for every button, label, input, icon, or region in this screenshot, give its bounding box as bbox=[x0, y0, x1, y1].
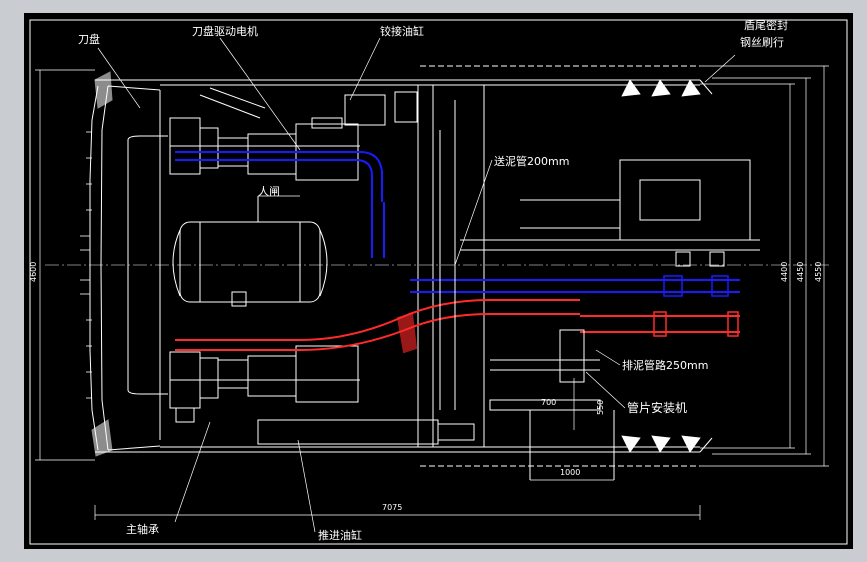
dim-right-height-1: 4400 bbox=[780, 261, 789, 282]
label-tail-seal-2: 钢丝刷行 bbox=[740, 36, 784, 49]
man-lock bbox=[172, 196, 328, 307]
shield-shell bbox=[95, 65, 713, 467]
dim-overall-length: 7075 bbox=[382, 503, 403, 512]
dim-right-height-3: 4550 bbox=[814, 261, 823, 282]
feed-pipe bbox=[175, 151, 740, 297]
leader-lines bbox=[97, 37, 736, 533]
label-feed-pipe: 送泥管200mm bbox=[494, 155, 570, 168]
platform bbox=[439, 100, 760, 410]
discharge-pipe bbox=[175, 299, 740, 354]
inner-border bbox=[29, 19, 848, 545]
label-thrust-cylinder: 推进油缸 bbox=[318, 529, 362, 542]
dim-bottom-span: 1000 bbox=[560, 468, 581, 477]
segment-erector bbox=[489, 329, 615, 480]
label-discharge-pipe: 排泥管路250mm bbox=[622, 359, 709, 372]
dim-left-height: 4600 bbox=[29, 261, 38, 282]
label-man-lock: 人闸 bbox=[258, 185, 280, 198]
cutter-head bbox=[80, 71, 168, 457]
dim-erector-width: 700 bbox=[541, 398, 557, 407]
label-main-bearing: 主轴承 bbox=[126, 523, 159, 536]
label-articulation-cylinder: 铰接油缸 bbox=[380, 25, 424, 38]
lower-drive bbox=[169, 345, 360, 423]
label-tail-seal-1: 盾尾密封 bbox=[744, 19, 788, 32]
thrust-cylinder bbox=[257, 419, 475, 445]
dim-erector-height: 550 bbox=[596, 399, 605, 415]
label-cutter-drive-motor: 刀盘驱动电机 bbox=[192, 25, 258, 38]
dim-right-height-2: 4450 bbox=[796, 261, 805, 282]
tail-seal bbox=[621, 79, 701, 453]
dimension-lines bbox=[35, 65, 829, 520]
label-segment-erector: 管片安装机 bbox=[627, 401, 688, 415]
label-cutter-head: 刀盘 bbox=[78, 33, 100, 46]
